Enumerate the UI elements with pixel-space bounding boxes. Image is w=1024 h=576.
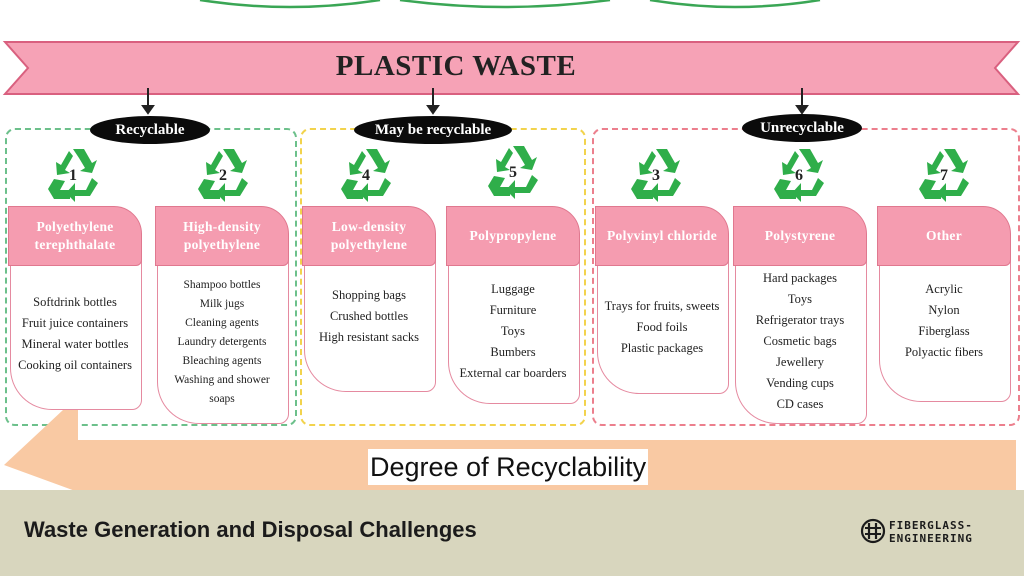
list-item: Vending cups [766,376,834,390]
group-label-unrecyclable: Unrecyclable [742,114,862,142]
list-item: Trays for fruits, sweets [604,299,720,313]
list-item: Crushed bottles [329,309,409,323]
list-item: Shampoo bottles [183,279,261,291]
card-items-pet: Softdrink bottles Fruit juice containers… [10,292,140,376]
list-item: Hard packages [763,271,837,285]
list-item: Food foils [636,320,688,334]
list-item: Acrylic [925,282,963,296]
logo-line-1: FIBERGLASS- [889,519,973,532]
list-item: Toys [787,292,813,306]
list-item: Shopping bags [332,288,406,302]
card-items-pvc: Trays for fruits, sweets Food foils Plas… [597,296,727,359]
list-item: Cleaning agents [185,317,259,329]
logo-line-2: ENGINEERING [889,532,973,545]
group-label-recyclable: Recyclable [90,116,210,144]
card-header-ps: Polystyrene [733,206,867,266]
list-item: Jewellery [776,355,824,369]
list-item: Cooking oil containers [18,358,132,372]
card-items-ps: Hard packages Toys Refrigerator trays Co… [735,268,865,415]
list-item: Bumbers [490,345,536,359]
list-item: Furniture [489,303,537,317]
list-item: Polyactic fibers [904,345,984,359]
list-item: Laundry detergents [177,336,267,348]
list-item: CD cases [776,397,824,411]
list-item: External car boarders [459,366,567,380]
card-items-ldpe: Shopping bags Crushed bottles High resis… [304,285,434,348]
plastic-number: 5 [509,164,517,181]
list-item: Milk jugs [199,298,245,310]
diagram-title: PLASTIC WASTE [335,50,577,82]
list-item: Softdrink bottles [33,295,117,309]
list-item: Fiberglass [918,324,970,338]
list-item: Mineral water bottles [21,337,129,351]
list-item: Plastic packages [620,341,704,355]
list-item: Luggage [491,282,535,296]
plastic-number: 3 [652,167,660,184]
plastic-number: 6 [795,167,803,184]
card-header-pet: Polyethylene terephthalate [8,206,142,266]
card-body-pvc [597,250,729,394]
list-item: Fruit juice containers [21,316,129,330]
card-header-other: Other [877,206,1011,266]
card-items-pp: Luggage Furniture Toys Bumbers External … [448,279,578,384]
list-item: Nylon [928,303,960,317]
card-header-pvc: Polyvinyl chloride [595,206,729,266]
card-items-hdpe: Shampoo bottles Milk jugs Cleaning agent… [157,276,287,409]
card-body-pp [448,250,580,404]
plastic-number: 1 [69,167,77,184]
fiberglass-logo-icon [860,518,886,544]
card-header-pp: Polypropylene [446,206,580,266]
plastic-waste-banner [2,41,1021,95]
list-item: Refrigerator trays [755,313,845,327]
list-item: Washing and shower [174,374,270,386]
card-body-other [879,250,1011,402]
list-item: soaps [209,393,235,405]
top-decoration [199,0,821,9]
group-label-may-be-recyclable: May be recyclable [354,116,512,144]
list-item: Toys [500,324,526,338]
card-header-hdpe: High-density polyethylene [155,206,289,266]
plastic-number: 7 [940,167,948,184]
footer-bar [0,490,1024,576]
card-body-ps [735,250,867,424]
footer-title: Waste Generation and Disposal Challenges [24,517,477,542]
plastic-number: 4 [362,167,370,184]
card-header-ldpe: Low-density polyethylene [302,206,436,266]
degree-of-recyclability-label: Degree of Recyclability [368,449,649,485]
card-body-ldpe [304,250,436,392]
list-item: Bleaching agents [182,355,262,367]
left-arrow-icon [4,396,1016,492]
down-arrow-icon [141,88,809,115]
plastic-number: 2 [219,167,227,184]
list-item: High resistant sacks [319,330,419,344]
fiberglass-logo-text: FIBERGLASS- ENGINEERING [889,519,973,545]
card-items-other: Acrylic Nylon Fiberglass Polyactic fiber… [879,279,1009,363]
list-item: Cosmetic bags [763,334,837,348]
